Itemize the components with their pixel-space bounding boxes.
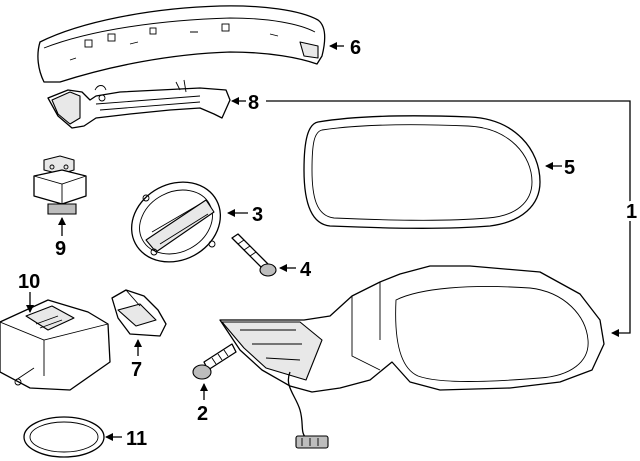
callout-6: 6 [350,37,361,59]
callout-10: 10 [18,271,40,293]
screw-part-4 [231,233,277,277]
callout-2: 2 [197,403,208,425]
bracket-clip-part [111,289,167,337]
callout-1: 1 [626,201,637,223]
callout-5: 5 [564,157,575,179]
mirror-glass-part [303,115,541,229]
callout-8: 8 [248,92,259,114]
mirror-base-part [0,299,111,391]
mirror-cover-part [37,5,326,83]
mounting-bolt-part [192,343,237,380]
callout-7: 7 [131,359,142,381]
leader-lines [26,42,631,441]
turn-signal-lamp-part [47,79,231,129]
mirror-actuator-part [130,181,222,263]
callout-3: 3 [252,204,263,226]
callout-9: 9 [55,238,66,260]
callout-11: 11 [126,428,147,450]
actuator-motor-part [33,155,87,215]
mirror-assembly-part [219,265,605,449]
callout-4: 4 [300,259,312,281]
gasket-ring-part [23,416,105,458]
